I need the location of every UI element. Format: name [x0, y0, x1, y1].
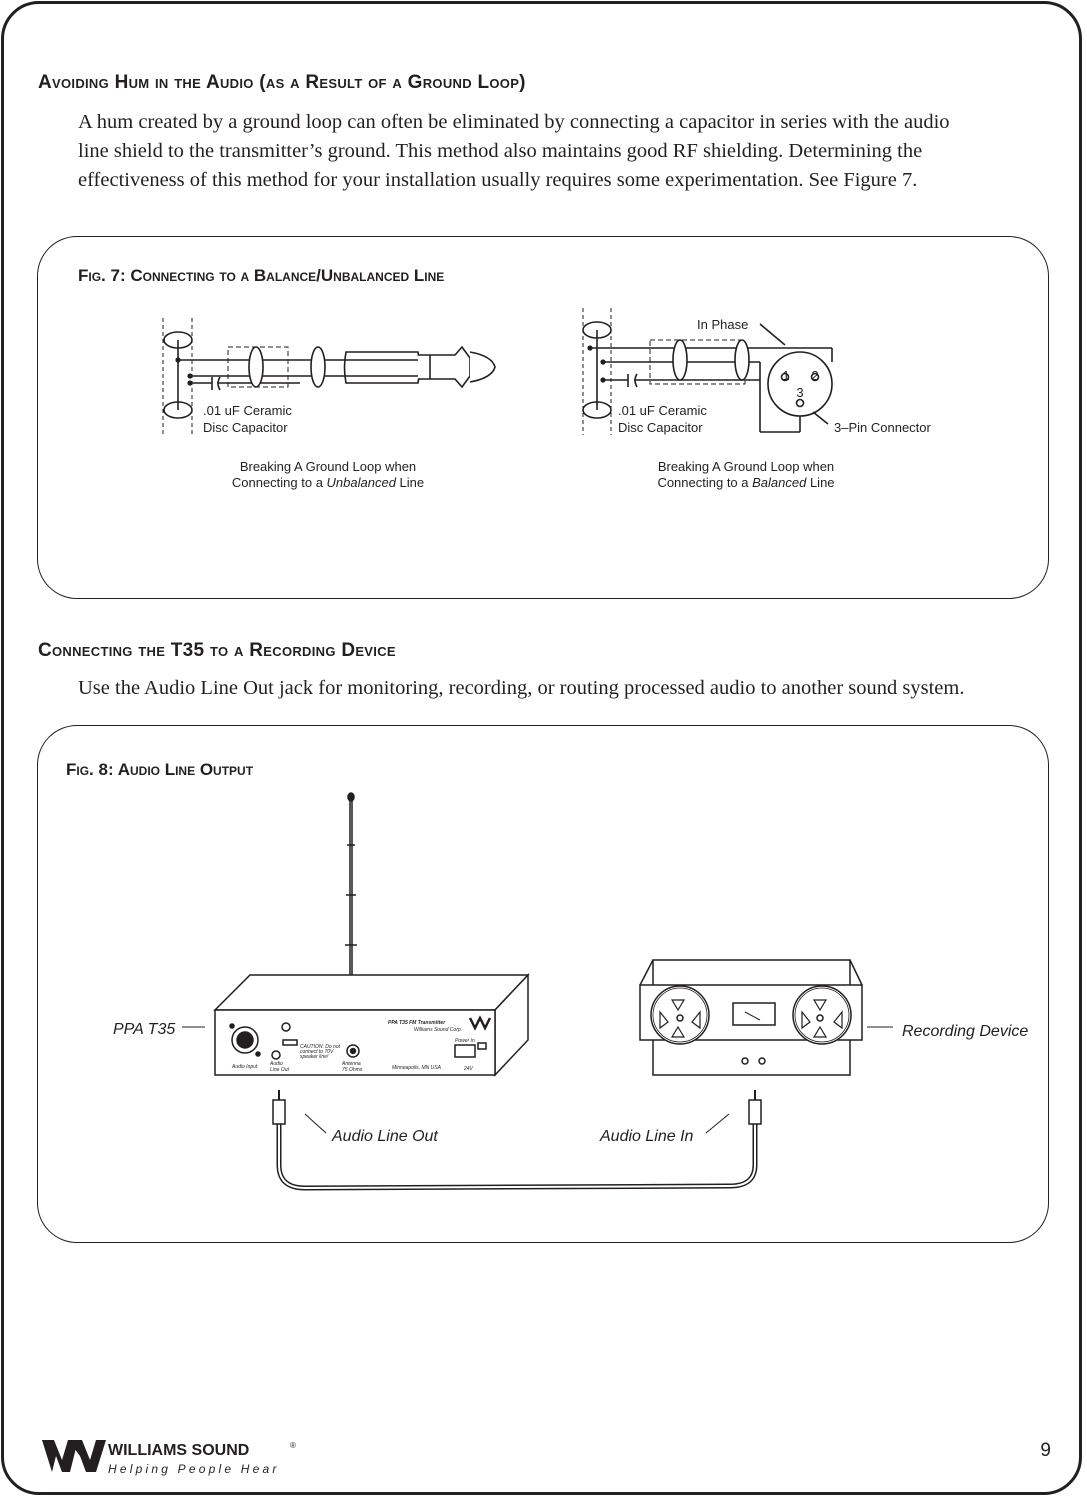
tx-maker-text: Williams Sound Corp.: [414, 1027, 462, 1033]
figure-8-title: Fig. 8: Audio Line Output: [66, 760, 254, 779]
audio-line-out-label: Audio Line Out: [331, 1128, 438, 1145]
right-capacitor-label-2: Disc Capacitor: [618, 420, 703, 435]
registered-mark: ®: [290, 1441, 296, 1450]
figure-7-panel: [37, 236, 1049, 599]
brand-name: WILLIAMS SOUND: [108, 1442, 249, 1459]
paragraph-ground-loop-line-2: line shield to the transmitter’s ground.…: [78, 140, 923, 162]
figure-8-panel: [37, 725, 1049, 1243]
section-heading-recording: Connecting the T35 to a Recording Device: [38, 640, 396, 661]
williams-sound-logo: WILLIAMS SOUND ® Helping People Hear: [40, 1438, 310, 1483]
tx-antenna-text: Antenna: [341, 1061, 361, 1067]
tx-location-text: Minneapolis, MN USA: [392, 1065, 442, 1071]
ppa-t35-label: PPA T35: [113, 1021, 175, 1038]
paragraph-ground-loop-line-3: effectiveness of this method for your in…: [78, 169, 918, 191]
left-capacitor-label-2: Disc Capacitor: [203, 420, 288, 435]
left-caption-line-2: Connecting to a Unbalanced Line: [232, 475, 424, 490]
tagline: Helping People Hear: [108, 1462, 280, 1476]
figure-7-title: Fig. 7: Connecting to a Balance/Unbalanc…: [78, 266, 445, 285]
tx-caution-2: connect to 70V: [300, 1049, 334, 1055]
page-number: 9: [1040, 1440, 1051, 1461]
paragraph-ground-loop-line-1: A hum created by a ground loop can often…: [78, 111, 950, 133]
tx-power-in-text: Power In: [455, 1038, 475, 1044]
recording-device-icon: [639, 959, 863, 1076]
right-capacitor-label-1: .01 uF Ceramic: [618, 403, 707, 418]
tx-audio-text: Audio: [269, 1061, 283, 1067]
right-caption-line-1: Breaking A Ground Loop when: [658, 459, 834, 474]
tx-caution-1: CAUTION: Do not: [300, 1044, 341, 1050]
antenna-icon: [342, 792, 360, 997]
pin-1-label: 1: [782, 368, 789, 383]
tx-voltage-text: 24V: [463, 1066, 474, 1072]
left-caption-line-1: Breaking A Ground Loop when: [240, 459, 416, 474]
williams-sound-w-icon: [42, 1440, 106, 1472]
connector-label: 3–Pin Connector: [834, 420, 932, 435]
tx-ohms-text: 75 Ohms: [342, 1067, 363, 1073]
right-caption-line-2: Connecting to a Balanced Line: [657, 475, 834, 490]
figure-8-diagram: PPA T35 FM Transmitter Williams Sound Co…: [113, 792, 1028, 1191]
recording-device-label: Recording Device: [902, 1023, 1028, 1040]
tx-caution-3: speaker line!: [300, 1054, 329, 1060]
tx-brand-text: PPA T35 FM Transmitter: [388, 1020, 446, 1026]
left-capacitor-label-1: .01 uF Ceramic: [203, 403, 292, 418]
audio-line-in-label: Audio Line In: [599, 1128, 694, 1145]
in-phase-label: In Phase: [697, 317, 748, 332]
paragraph-recording: Use the Audio Line Out jack for monitori…: [78, 677, 965, 699]
tx-audio-input-text: Audio Input: [231, 1064, 258, 1070]
section-heading-ground-loop: Avoiding Hum in the Audio (as a Result o…: [38, 72, 526, 93]
tx-line-out-text: Line Out: [270, 1067, 290, 1073]
transmitter-icon: [213, 973, 530, 1077]
pin-3-label: 3: [796, 385, 803, 400]
pin-2-label: 2: [811, 368, 818, 383]
figure-7-diagram: .01 uF Ceramic Disc Capacitor Breaking A…: [162, 308, 932, 490]
audio-cable-icon: [272, 1090, 762, 1191]
